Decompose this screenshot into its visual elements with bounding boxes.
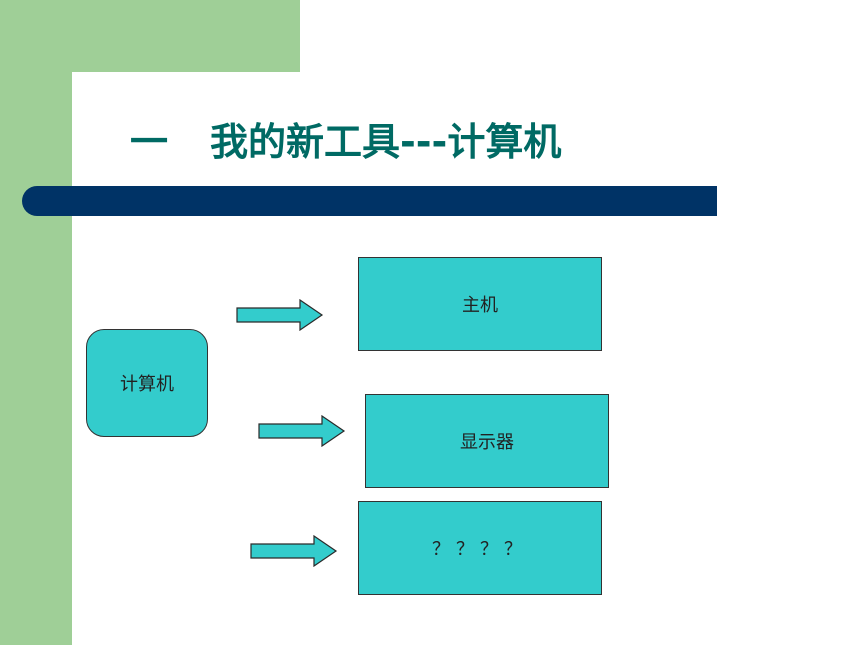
node-host-label: 主机	[462, 295, 498, 316]
root-node-computer: 计算机	[86, 329, 208, 437]
right-arrow-icon	[250, 535, 338, 567]
node-unknown-label: ？？？？	[432, 539, 528, 560]
root-node-label: 计算机	[120, 374, 174, 395]
right-arrow-icon	[236, 299, 324, 331]
title-underline-bar	[22, 186, 717, 216]
node-monitor-label: 显示器	[460, 432, 514, 453]
title-number: 一	[130, 120, 169, 164]
decor-green-left	[0, 0, 72, 645]
title-text: 我的新工具---计算机	[210, 120, 562, 164]
node-unknown: ？？？？	[358, 501, 602, 595]
right-arrow-icon	[258, 415, 346, 447]
node-monitor: 显示器	[365, 394, 609, 488]
slide-title: 一我的新工具---计算机	[130, 112, 561, 172]
node-host: 主机	[358, 257, 602, 351]
